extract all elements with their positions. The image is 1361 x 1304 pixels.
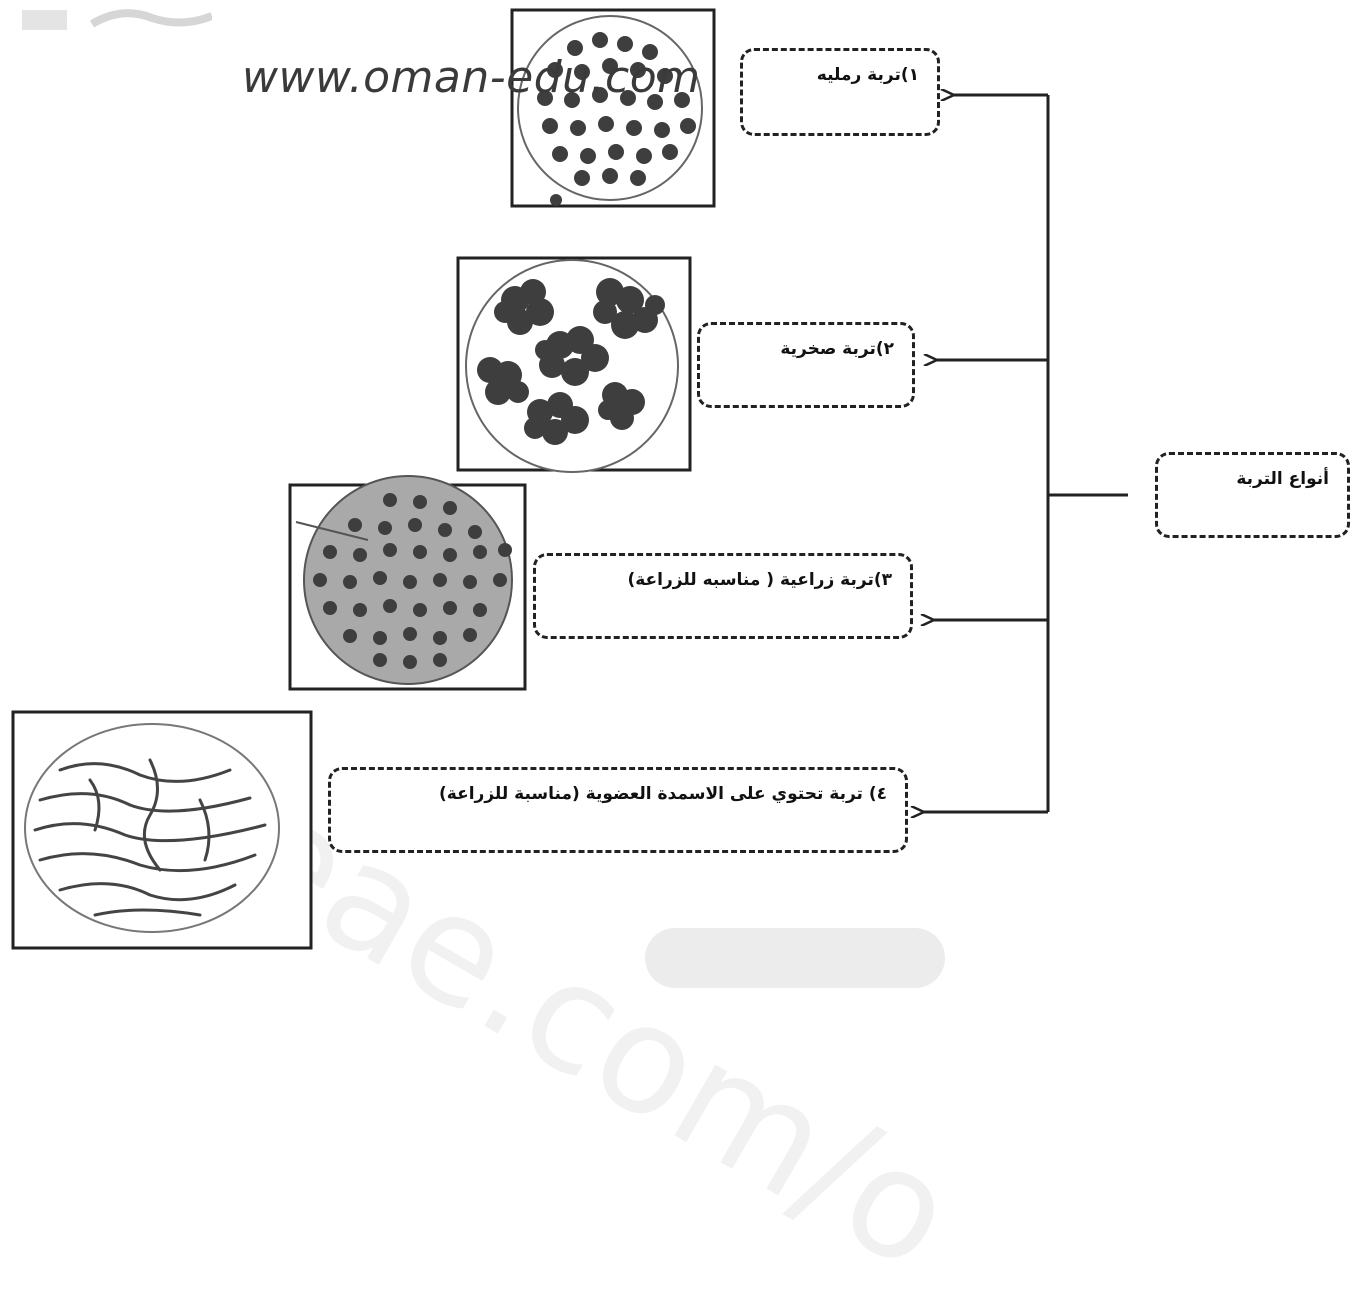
root-box: أنواع التربة (1155, 452, 1350, 538)
crack-line (295, 521, 369, 541)
type-box-4: ٤) تربة تحتوي على الاسمدة العضوية (مناسب… (328, 767, 908, 853)
type-box-2: ٢)تربة صخرية (697, 322, 915, 408)
sand-particles (537, 32, 696, 206)
logo-watermark (22, 2, 214, 40)
organic-streaks (33, 758, 267, 917)
connector-lines (922, 95, 1128, 812)
soil-particles (313, 493, 512, 669)
rock-clusters (477, 278, 665, 445)
type-label-3: ٣)تربة زراعية ( مناسبه للزراعة) (627, 570, 892, 590)
type-label-4: ٤) تربة تحتوي على الاسمدة العضوية (مناسب… (439, 784, 887, 804)
root-label: أنواع التربة (1236, 469, 1329, 489)
organic-soil-image (11, 710, 313, 950)
type-box-3: ٣)تربة زراعية ( مناسبه للزراعة) (533, 553, 913, 639)
sandy-soil-image (510, 8, 716, 208)
type-box-1: ١)تربة رمليه (740, 48, 940, 136)
type-label-1: ١)تربة رمليه (816, 65, 919, 85)
website-watermark: www.oman-edu.com (242, 52, 701, 103)
diagram-canvas (11, 8, 1128, 950)
rocky-soil-image (456, 256, 692, 473)
agricultural-soil-image (288, 475, 527, 691)
type-label-2: ٢)تربة صخرية (780, 339, 894, 359)
